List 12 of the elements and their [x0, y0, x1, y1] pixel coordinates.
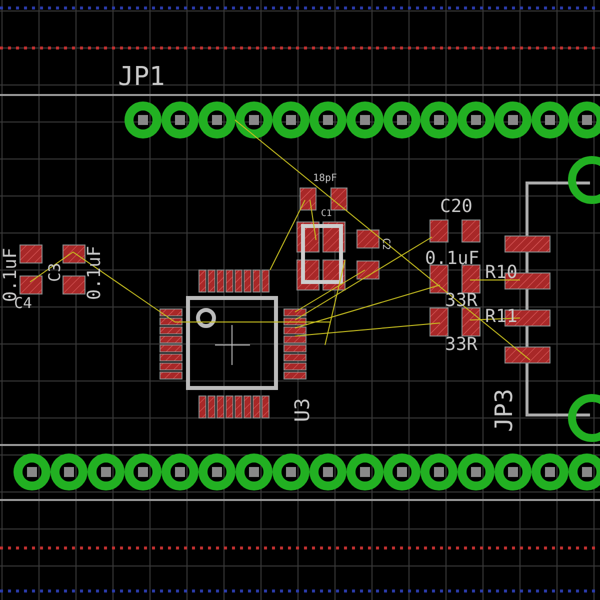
- part-label: JP3: [492, 388, 516, 432]
- part-label: C20: [440, 198, 473, 216]
- part-label: R10: [485, 264, 518, 282]
- part-label: JP1: [118, 64, 165, 90]
- part-label: C1: [321, 210, 332, 219]
- part-label: 18pF: [313, 174, 338, 184]
- part-label: C2: [380, 238, 390, 250]
- part-label: C3: [47, 262, 63, 282]
- part-label: 0.1uF: [425, 250, 480, 268]
- part-label: U3: [292, 398, 312, 422]
- part-label: 0.1uF: [86, 246, 104, 300]
- part-label: 33R: [445, 336, 478, 354]
